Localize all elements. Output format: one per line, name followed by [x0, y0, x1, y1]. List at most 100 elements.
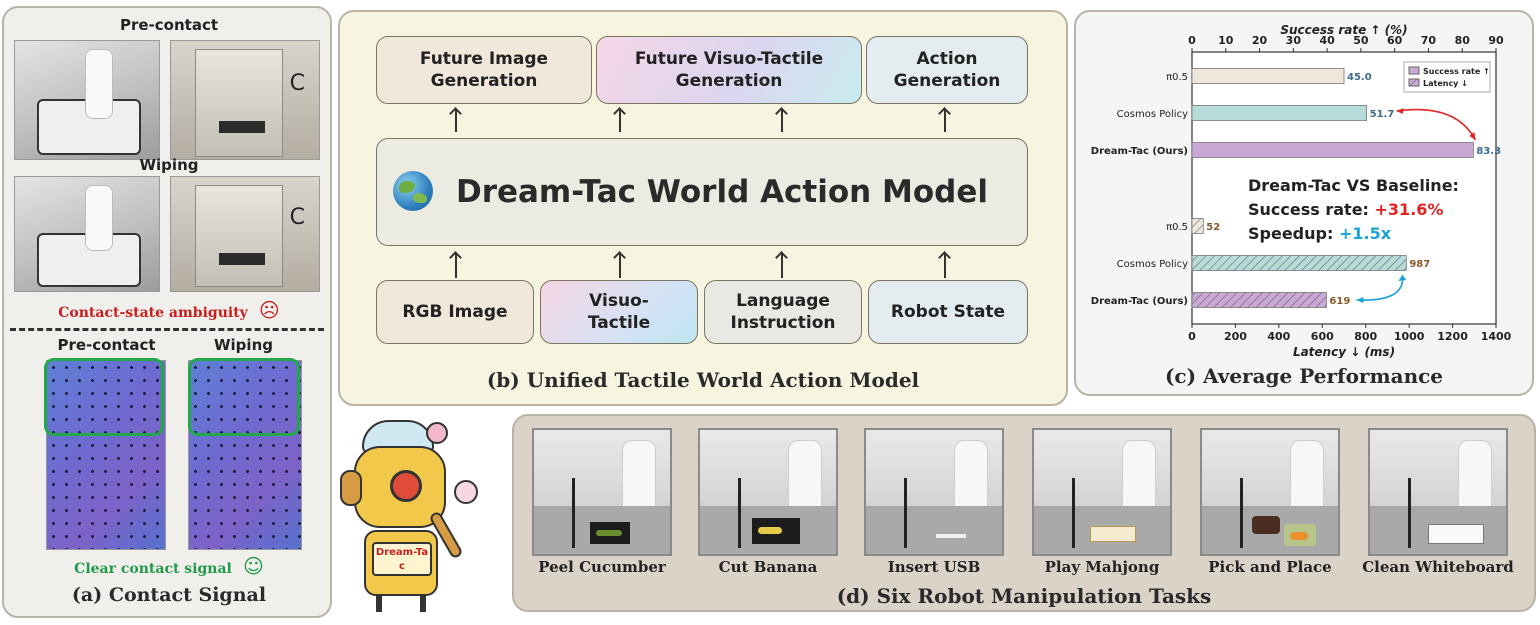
pre-contact-bottom-label: Pre-contact — [57, 336, 156, 354]
latency-axis-tick-label: 0 — [1188, 330, 1196, 343]
legend-label-success: Success rate ↑ — [1423, 67, 1490, 76]
speedup-gain: +1.5x — [1338, 224, 1392, 243]
legend-swatch-success — [1408, 66, 1420, 75]
success-axis-tick-label: 20 — [1252, 34, 1268, 47]
success-bar — [1191, 68, 1345, 84]
arrow-to-future-image — [455, 110, 457, 132]
wiping-bottom-label: Wiping — [214, 336, 273, 354]
wiping-camera-image: C — [170, 176, 320, 292]
task-photo-pick-and-place — [1200, 428, 1340, 556]
speedup-comparison: Speedup: +1.5x — [1248, 222, 1459, 246]
world-model-name: Dream-Tac World Action Model — [455, 173, 989, 210]
latency-axis-label: Latency ↓ (ms) — [1293, 345, 1395, 358]
latency-axis-tick-label: 1200 — [1437, 330, 1468, 343]
pre-contact-top-label: Pre-contact — [119, 16, 219, 34]
success-axis-tick-label: 90 — [1488, 34, 1504, 47]
panel-c-title: (c) Average Performance — [1164, 364, 1444, 388]
latency-axis-tick-label: 600 — [1311, 330, 1334, 343]
latency-bar-hatch — [1192, 292, 1327, 308]
success-rate-label: Success rate: — [1248, 200, 1369, 219]
task-photo-clean-whiteboard — [1368, 428, 1508, 556]
mascot-ear — [340, 470, 362, 506]
latency-bar-hatch — [1192, 218, 1204, 234]
task-label-pick-and-place: Pick and Place — [1208, 558, 1332, 576]
wiping-highlight-box — [188, 358, 300, 436]
input-box-robot-state: Robot State — [868, 280, 1028, 344]
success-comparison-arrow — [1396, 108, 1477, 141]
plot-area — [1191, 51, 1497, 325]
wiping-tactile-image — [188, 360, 302, 550]
clear-signal-caption: Clear contact signal ☺ — [4, 554, 334, 578]
task-label-peel-cucumber: Peel Cucumber — [538, 558, 666, 576]
success-axis-label: Success rate ↑ (%) — [1280, 23, 1407, 37]
latency-bar-value-label: 52 — [1206, 222, 1220, 233]
latency-axis-tick-label: 1400 — [1481, 330, 1512, 343]
output-box-future-image: Future Image Generation — [376, 36, 592, 104]
output-box-action: Action Generation — [866, 36, 1028, 104]
success-comparison-arrowtail — [1396, 108, 1404, 114]
section-divider — [10, 328, 324, 331]
success-category-label: Cosmos Policy — [1117, 109, 1188, 120]
arrow-from-language — [781, 254, 783, 278]
wiping-top-label: Wiping — [139, 156, 199, 174]
arrow-to-action — [944, 110, 946, 132]
latency-category-label: Dream-Tac (Ours) — [1091, 296, 1188, 307]
latency-bar-value-label: 987 — [1409, 259, 1430, 270]
pre-contact-camera-image: C — [170, 40, 320, 160]
globe-icon — [393, 171, 433, 211]
arrow-to-future-visuo-tactile-2 — [781, 110, 783, 132]
mascot-body: Dream-Tac — [364, 530, 438, 596]
latency-bar-hatch — [1192, 255, 1407, 271]
comparison-heading: Dream-Tac VS Baseline: — [1248, 176, 1459, 195]
success-axis-tick-label: 0 — [1188, 34, 1196, 47]
success-axis-tick-label: 30 — [1286, 34, 1302, 47]
success-rate-gain: +31.6% — [1374, 200, 1444, 219]
panel-d-title: (d) Six Robot Manipulation Tasks — [836, 584, 1212, 608]
success-category-label: π0.5 — [1166, 72, 1188, 83]
success-axis-tick-label: 10 — [1218, 34, 1234, 47]
clear-signal-label: Clear contact signal — [74, 561, 232, 577]
input-box-language-instruction: Language Instruction — [704, 280, 862, 344]
smile-face-icon: ☺ — [242, 554, 264, 578]
sad-face-icon: ☹ — [258, 298, 280, 322]
arrow-from-robot-state — [944, 254, 946, 278]
success-bar-value-label: 51.7 — [1370, 109, 1395, 120]
flower-icon — [426, 422, 448, 444]
task-label-cut-banana: Cut Banana — [718, 558, 818, 576]
arrow-from-visuo-tactile — [619, 254, 621, 278]
latency-axis-tick-label: 200 — [1224, 330, 1247, 343]
arrow-from-rgb — [455, 254, 457, 278]
success-axis-tick-label: 50 — [1353, 34, 1369, 47]
contact-signal-panel: Pre-contact C Wiping C Contact-state amb… — [2, 6, 332, 618]
pre-contact-rgb-image — [14, 40, 160, 160]
panel-b-title: (b) Unified Tactile World Action Model — [486, 368, 920, 392]
input-box-rgb-image: RGB Image — [376, 280, 534, 344]
success-bar-value-label: 83.3 — [1476, 146, 1501, 157]
speedup-label: Speedup: — [1248, 224, 1334, 243]
panel-a-title: (a) Contact Signal — [71, 584, 267, 606]
dream-tac-mascot: Dream-Tac — [340, 418, 506, 614]
input-box-visuo-tactile: Visuo-Tactile — [540, 280, 698, 344]
success-rate-comparison: Success rate: +31.6% — [1248, 198, 1459, 222]
mascot-legs — [376, 596, 426, 612]
world-action-model-panel: Future Image Generation Future Visuo-Tac… — [338, 10, 1068, 406]
success-axis-tick-label: 60 — [1387, 34, 1403, 47]
latency-comparison-arrowhead — [1398, 275, 1407, 281]
success-comparison-arrowhead — [1469, 132, 1476, 140]
legend-label-latency: Latency ↓ — [1423, 79, 1468, 88]
legend-swatch-latency-hatch — [1409, 79, 1419, 86]
pre-contact-tactile-image — [46, 360, 166, 550]
output-box-future-visuo-tactile: Future Visuo-Tactile Generation — [596, 36, 862, 104]
task-label-insert-usb: Insert USB — [887, 558, 981, 576]
success-bar — [1191, 105, 1368, 121]
success-axis-tick-label: 70 — [1421, 34, 1437, 47]
comparison-summary: Dream-Tac VS Baseline: Success rate: +31… — [1248, 174, 1459, 246]
success-axis-tick-label: 40 — [1319, 34, 1335, 47]
task-photo-insert-usb — [864, 428, 1004, 556]
success-bar-value-label: 45.0 — [1347, 72, 1372, 83]
pre-contact-highlight-box — [44, 358, 164, 436]
wiping-rgb-image — [14, 176, 160, 292]
latency-category-label: π0.5 — [1166, 222, 1188, 233]
ambiguity-label: Contact-state ambiguity — [58, 305, 248, 321]
